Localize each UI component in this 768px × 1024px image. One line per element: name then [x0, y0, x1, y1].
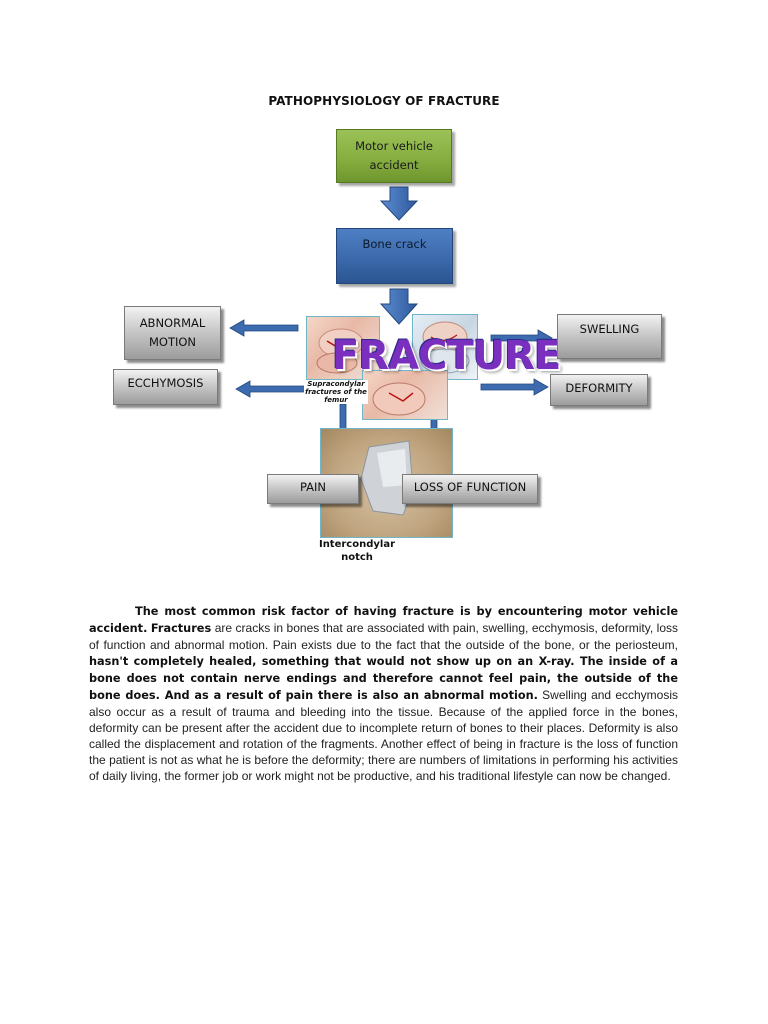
fractures-term: Fractures — [150, 622, 212, 635]
arrow-to-swelling — [490, 329, 553, 347]
paragraph-pain-explanation: hasn't completely healed, something that… — [89, 655, 678, 702]
paragraph-effects: Swelling and ecchymosis also occur as a … — [89, 688, 679, 783]
supracondylar-caption: Supracondylar fractures of the femur — [304, 380, 368, 404]
bone-crack-box: Bone crack — [336, 228, 453, 284]
body-paragraph: The most common risk factor of having fr… — [89, 603, 678, 784]
fracture-title: FRACTURE — [332, 333, 561, 379]
ecchymosis-box: ECCHYMOSIS — [113, 369, 218, 405]
arrow-to-abnormal-motion — [229, 319, 299, 337]
bone-crack-label: Bone crack — [362, 237, 427, 251]
deformity-label: DEFORMITY — [565, 381, 633, 395]
abnormal-motion-box: ABNORMAL MOTION — [124, 306, 221, 360]
pain-box: PAIN — [267, 474, 359, 504]
paragraph-lead-sentence: The most common risk factor of having fr… — [89, 605, 678, 635]
knee-joint-icon — [420, 321, 470, 374]
motor-vehicle-accident-box: Motor vehicle accident — [336, 129, 452, 183]
paragraph-definition: are cracks in bones that are associated … — [89, 621, 678, 652]
abnormal-motion-label: ABNORMAL MOTION — [139, 316, 206, 349]
ecchymosis-label: ECCHYMOSIS — [127, 375, 204, 390]
arrow-to-deformity — [480, 378, 549, 396]
pain-label: PAIN — [299, 479, 327, 494]
loss-of-function-box: LOSS OF FUNCTION — [402, 474, 538, 504]
bone-implant-icon — [360, 440, 414, 516]
page-title: PATHOPHYSIOLOGY OF FRACTURE — [268, 94, 500, 108]
down-arrow-1 — [379, 186, 419, 221]
deformity-box: DEFORMITY — [550, 374, 648, 406]
swelling-box: SWELLING — [557, 314, 662, 359]
arrow-to-ecchymosis — [235, 380, 307, 398]
knee-xray-image-left — [306, 316, 380, 380]
down-arrow-2 — [379, 288, 419, 325]
knee-bone-icon — [316, 328, 364, 374]
loss-of-function-label: LOSS OF FUNCTION — [413, 479, 527, 494]
intercondylar-notch-caption: Intercondylar notch — [318, 539, 396, 563]
swelling-label: SWELLING — [579, 322, 640, 336]
knee-cap-icon — [372, 382, 426, 416]
knee-xray-image-bottom — [362, 370, 448, 420]
motor-vehicle-accident-label: Motor vehicle accident — [355, 139, 433, 172]
